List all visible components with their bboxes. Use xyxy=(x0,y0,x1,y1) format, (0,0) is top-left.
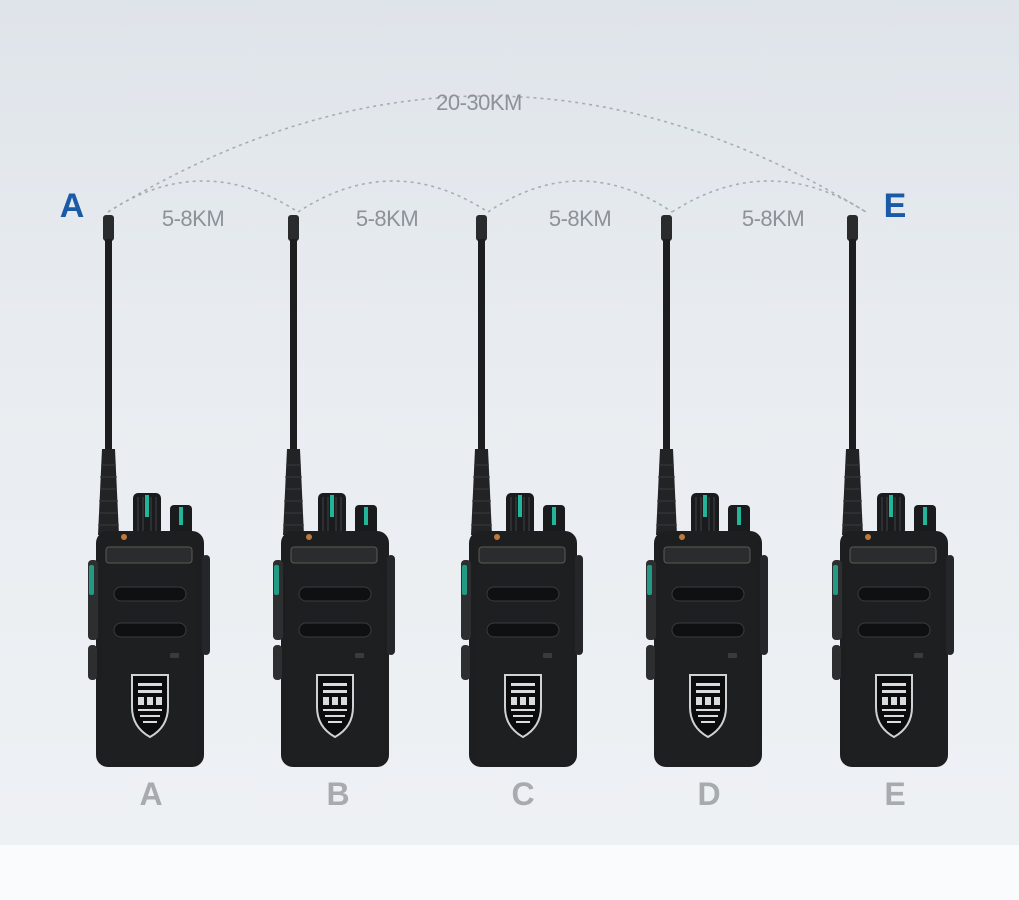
relay-range-diagram: 20-30KM 5-8KM 5-8KM 5-8KM 5-8KM A E xyxy=(0,0,1019,845)
volume-knob-indicator xyxy=(889,495,893,517)
radio-c xyxy=(461,215,591,770)
front-panel xyxy=(846,565,942,765)
radio-label-e: E xyxy=(884,776,906,812)
status-led xyxy=(306,534,312,540)
speaker-slot-bottom xyxy=(486,622,560,638)
walkie-talkie-icon xyxy=(832,215,954,767)
radio-label-b: B xyxy=(326,776,350,812)
mic-hole xyxy=(355,653,364,658)
side-rail xyxy=(946,555,954,655)
bottom-band xyxy=(0,845,1019,900)
speaker-slot-bottom xyxy=(857,622,931,638)
channel-knob-indicator xyxy=(552,507,556,525)
radio-label-a: A xyxy=(139,776,163,812)
status-led xyxy=(679,534,685,540)
volume-knob-indicator xyxy=(145,495,149,517)
speaker-slot-bottom xyxy=(671,622,745,638)
antenna-tip xyxy=(847,215,858,241)
status-led xyxy=(494,534,500,540)
antenna-tip xyxy=(661,215,672,241)
front-panel xyxy=(102,565,198,765)
hop-label-d-e: 5-8KM xyxy=(741,206,805,231)
speaker-slot-top xyxy=(486,586,560,602)
volume-knob-indicator xyxy=(703,495,707,517)
radio-d xyxy=(646,215,776,770)
hop-label-b-c: 5-8KM xyxy=(355,206,419,231)
radio-b xyxy=(273,215,403,770)
antenna-base xyxy=(283,449,304,535)
channel-knob-indicator xyxy=(737,507,741,525)
hop-arc-a-b xyxy=(107,180,299,213)
antenna-whip xyxy=(105,239,112,449)
channel-knob-indicator xyxy=(923,507,927,525)
walkie-talkie-icon xyxy=(88,215,210,767)
side-rail xyxy=(760,555,768,655)
hop-arc-b-c xyxy=(297,180,489,213)
side-rail xyxy=(575,555,583,655)
walkie-talkie-icon xyxy=(646,215,768,767)
radio-a xyxy=(88,215,218,770)
top-display-strip xyxy=(478,546,566,564)
long-range-arc xyxy=(107,95,867,213)
speaker-slot-top xyxy=(113,586,187,602)
status-led xyxy=(121,534,127,540)
top-display-strip xyxy=(849,546,937,564)
antenna-tip xyxy=(476,215,487,241)
hop-label-a-b: 5-8KM xyxy=(161,206,225,231)
channel-knob-indicator xyxy=(179,507,183,525)
start-end-label: A xyxy=(59,187,85,225)
walkie-talkie-icon xyxy=(461,215,583,767)
antenna-tip xyxy=(288,215,299,241)
antenna-base xyxy=(842,449,863,535)
mic-hole xyxy=(914,653,923,658)
volume-knob-indicator xyxy=(518,495,522,517)
antenna-base xyxy=(471,449,492,535)
antenna-whip xyxy=(849,239,856,449)
speaker-slot-bottom xyxy=(113,622,187,638)
antenna-base xyxy=(656,449,677,535)
status-led xyxy=(865,534,871,540)
top-display-strip xyxy=(290,546,378,564)
speaker-slot-bottom xyxy=(298,622,372,638)
speaker-slot-top xyxy=(671,586,745,602)
radio-e xyxy=(832,215,962,770)
channel-knob-indicator xyxy=(364,507,368,525)
mic-hole xyxy=(543,653,552,658)
walkie-talkie-icon xyxy=(273,215,395,767)
radio-label-c: C xyxy=(511,776,535,812)
mic-hole xyxy=(170,653,179,658)
radio-label-d: D xyxy=(697,776,721,812)
antenna-tip xyxy=(103,215,114,241)
hop-arc-c-d xyxy=(487,180,673,213)
side-rail xyxy=(202,555,210,655)
antenna-whip xyxy=(478,239,485,449)
mic-hole xyxy=(728,653,737,658)
top-display-strip xyxy=(105,546,193,564)
hop-label-c-d: 5-8KM xyxy=(548,206,612,231)
front-panel xyxy=(660,565,756,765)
side-rail xyxy=(387,555,395,655)
front-panel xyxy=(287,565,383,765)
antenna-whip xyxy=(290,239,297,449)
antenna-whip xyxy=(663,239,670,449)
volume-knob-indicator xyxy=(330,495,334,517)
speaker-slot-top xyxy=(298,586,372,602)
long-range-label: 20-30KM xyxy=(436,90,522,115)
speaker-slot-top xyxy=(857,586,931,602)
top-display-strip xyxy=(663,546,751,564)
end-end-label: E xyxy=(883,187,907,225)
front-panel xyxy=(475,565,571,765)
antenna-base xyxy=(98,449,119,535)
range-arcs xyxy=(107,95,867,213)
